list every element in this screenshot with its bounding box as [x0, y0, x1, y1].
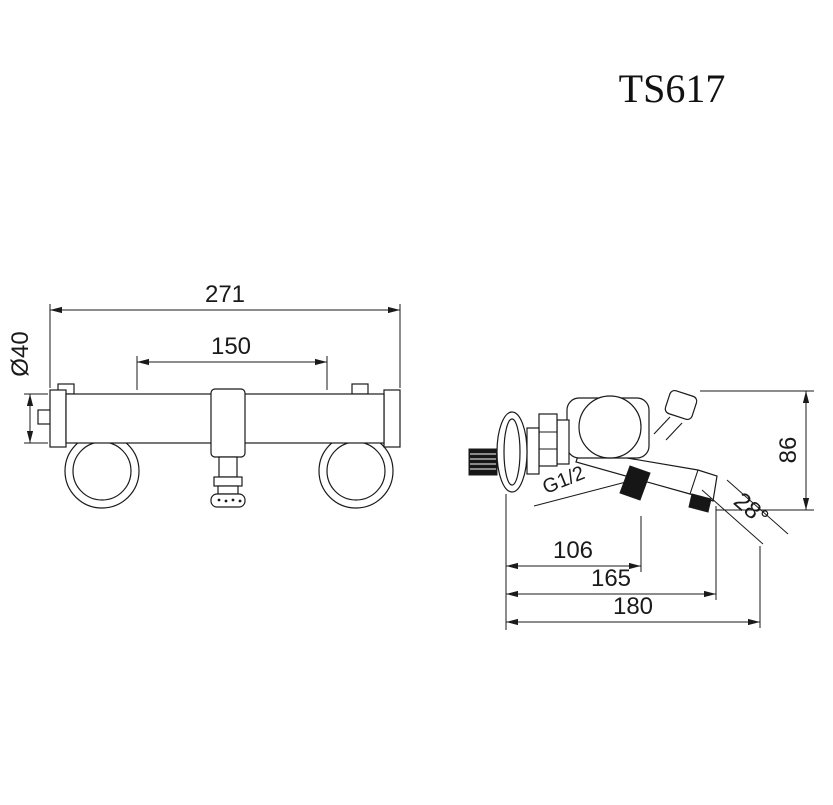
- thread-label: G1/2: [540, 462, 588, 499]
- diverter-knob: [653, 389, 698, 441]
- threaded-nipple: [468, 448, 498, 476]
- spout-neck: [218, 456, 238, 478]
- left-mount-tab: [37, 409, 52, 425]
- spout-tip-joint-line: [689, 469, 699, 495]
- wall-flange-inner: [503, 418, 521, 486]
- nozzle-face: [210, 493, 246, 508]
- dim-180-label: 180: [613, 593, 653, 620]
- dim-106: 106: [506, 516, 642, 572]
- bar-right-cap: [383, 389, 401, 448]
- nozzle-dots: [217, 498, 242, 503]
- dim-180: 180: [506, 546, 761, 628]
- bar-left-cap: [49, 389, 67, 448]
- left-escutcheon-inner: [72, 441, 132, 501]
- dim-86-label: 86: [775, 437, 802, 464]
- right-escutcheon-inner: [326, 441, 386, 501]
- dim-165-label: 165: [591, 565, 631, 592]
- front-view: 271 150 Ø40: [7, 281, 401, 509]
- thread-leader-line: [533, 481, 627, 507]
- drawing-title: TS617: [619, 66, 726, 111]
- dim-150: 150: [136, 333, 328, 390]
- dim-271-label: 271: [205, 281, 245, 308]
- aerator-collar-upper: [213, 476, 243, 487]
- body-spacer: [556, 419, 570, 465]
- right-top-screw: [351, 383, 369, 395]
- aerator-collar-lower: [217, 485, 239, 495]
- temperature-handle-side: [578, 395, 642, 459]
- center-diverter-column: [210, 388, 246, 458]
- spout-aerator-tip: [688, 493, 712, 513]
- dim-150-label: 150: [211, 333, 251, 360]
- side-view: G1/2 86 28° 106 165: [468, 389, 814, 630]
- spout-diverter-band: [619, 465, 651, 501]
- dim-106-label: 106: [553, 537, 593, 564]
- eccentric-connector: [526, 427, 540, 475]
- dim-diameter-label: Ø40: [7, 331, 34, 376]
- nipple-thread-lines: [470, 453, 496, 470]
- union-nut: [538, 413, 558, 467]
- dim-86: 86: [700, 390, 814, 511]
- dim-271: 271: [49, 281, 401, 388]
- dim-diameter-40: Ø40: [7, 331, 48, 444]
- dim-165: 165: [506, 506, 717, 600]
- angle-label: 28°: [728, 487, 773, 531]
